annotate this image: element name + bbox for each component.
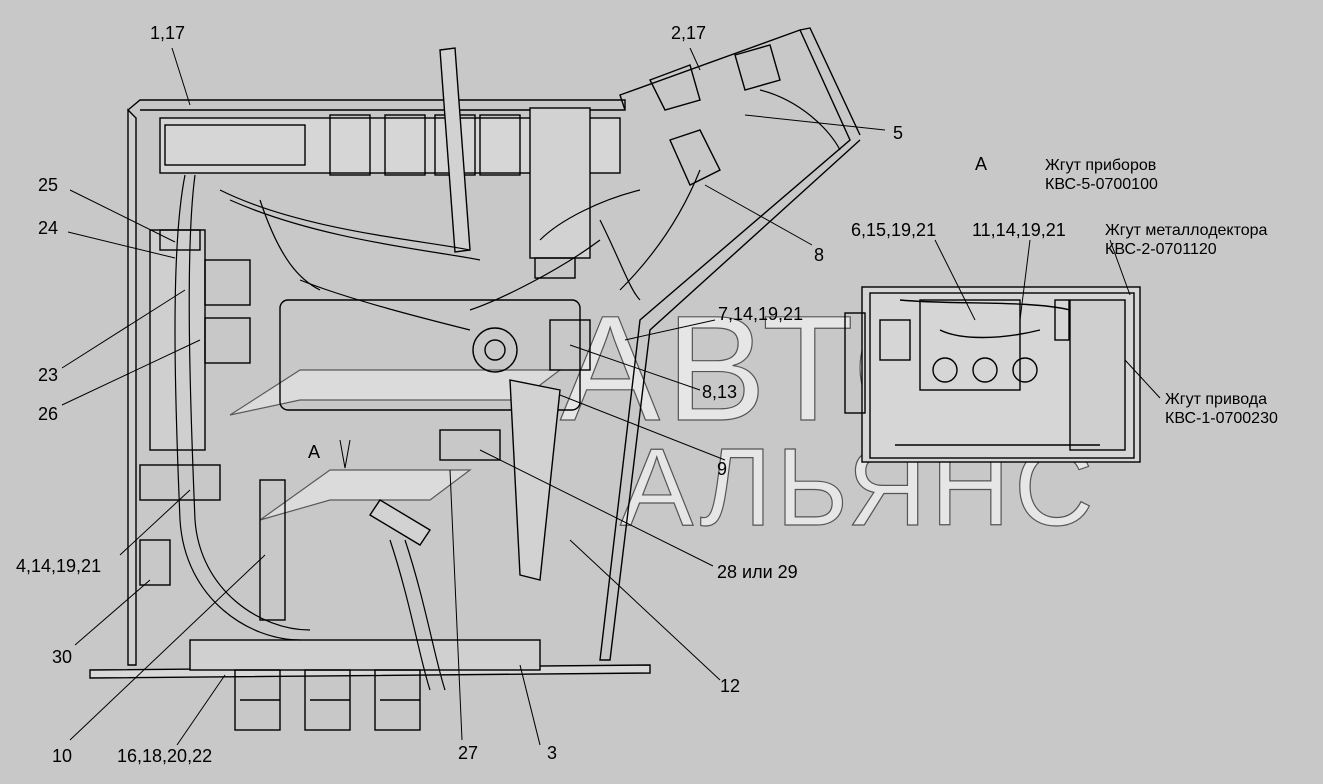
wire-harnesses (174, 89, 841, 691)
callout-8-13: 8,13 (702, 382, 738, 402)
callout-27: 27 (458, 743, 479, 763)
callout-25: 25 (38, 175, 59, 195)
harness-note-drive-title: Жгут привода (1165, 391, 1267, 408)
callout-24: 24 (38, 218, 59, 238)
harness-note-drive-code: КВС-1-0700230 (1165, 410, 1278, 427)
callout-1-17: 1,17 (150, 23, 186, 43)
harness-note-metal-detector: Жгут металлодектора КВС-2-0701120 (1105, 221, 1267, 259)
leader-lines (61, 47, 1161, 746)
callout-11-14-19-21: 11,14,19,21 (972, 220, 1066, 240)
callout-28-or-29: 28 или 29 (717, 562, 798, 582)
callout-2-17: 2,17 (671, 23, 707, 43)
detail-view-a (844, 286, 1141, 463)
harness-note-metal-detector-code: КВС-2-0701120 (1105, 241, 1217, 258)
harness-note-instruments-code: КВС-5-0700100 (1045, 176, 1158, 193)
callout-9: 9 (717, 459, 728, 479)
harness-note-instruments: Жгут приборов КВС-5-0700100 (1045, 156, 1158, 194)
callout-8: 8 (814, 245, 825, 265)
callout-10: 10 (52, 746, 73, 766)
callout-5: 5 (893, 123, 904, 143)
watermark-logo (229, 369, 562, 521)
callout-30: 30 (52, 647, 73, 667)
callout-7-14-19-21: 7,14,19,21 (718, 304, 804, 324)
harness-note-drive: Жгут привода КВС-1-0700230 (1165, 390, 1278, 428)
callout-23: 23 (38, 365, 59, 385)
callout-4-14-19-21: 4,14,19,21 (16, 556, 102, 576)
callout-12: 12 (720, 676, 741, 696)
main-housing (89, 27, 861, 731)
watermark-line2: АЛЬЯНС (620, 426, 1098, 549)
callout-26: 26 (38, 404, 59, 424)
harness-note-instruments-title: Жгут приборов (1045, 157, 1157, 174)
view-label-a-detail: А (975, 154, 988, 174)
view-label-a-main: А (308, 442, 321, 462)
callout-3: 3 (547, 743, 558, 763)
callout-16-18-20-22: 16,18,20,22 (117, 746, 213, 766)
callout-6-15-19-21: 6,15,19,21 (851, 220, 937, 240)
harness-note-metal-detector-title: Жгут металлодектора (1105, 222, 1268, 239)
